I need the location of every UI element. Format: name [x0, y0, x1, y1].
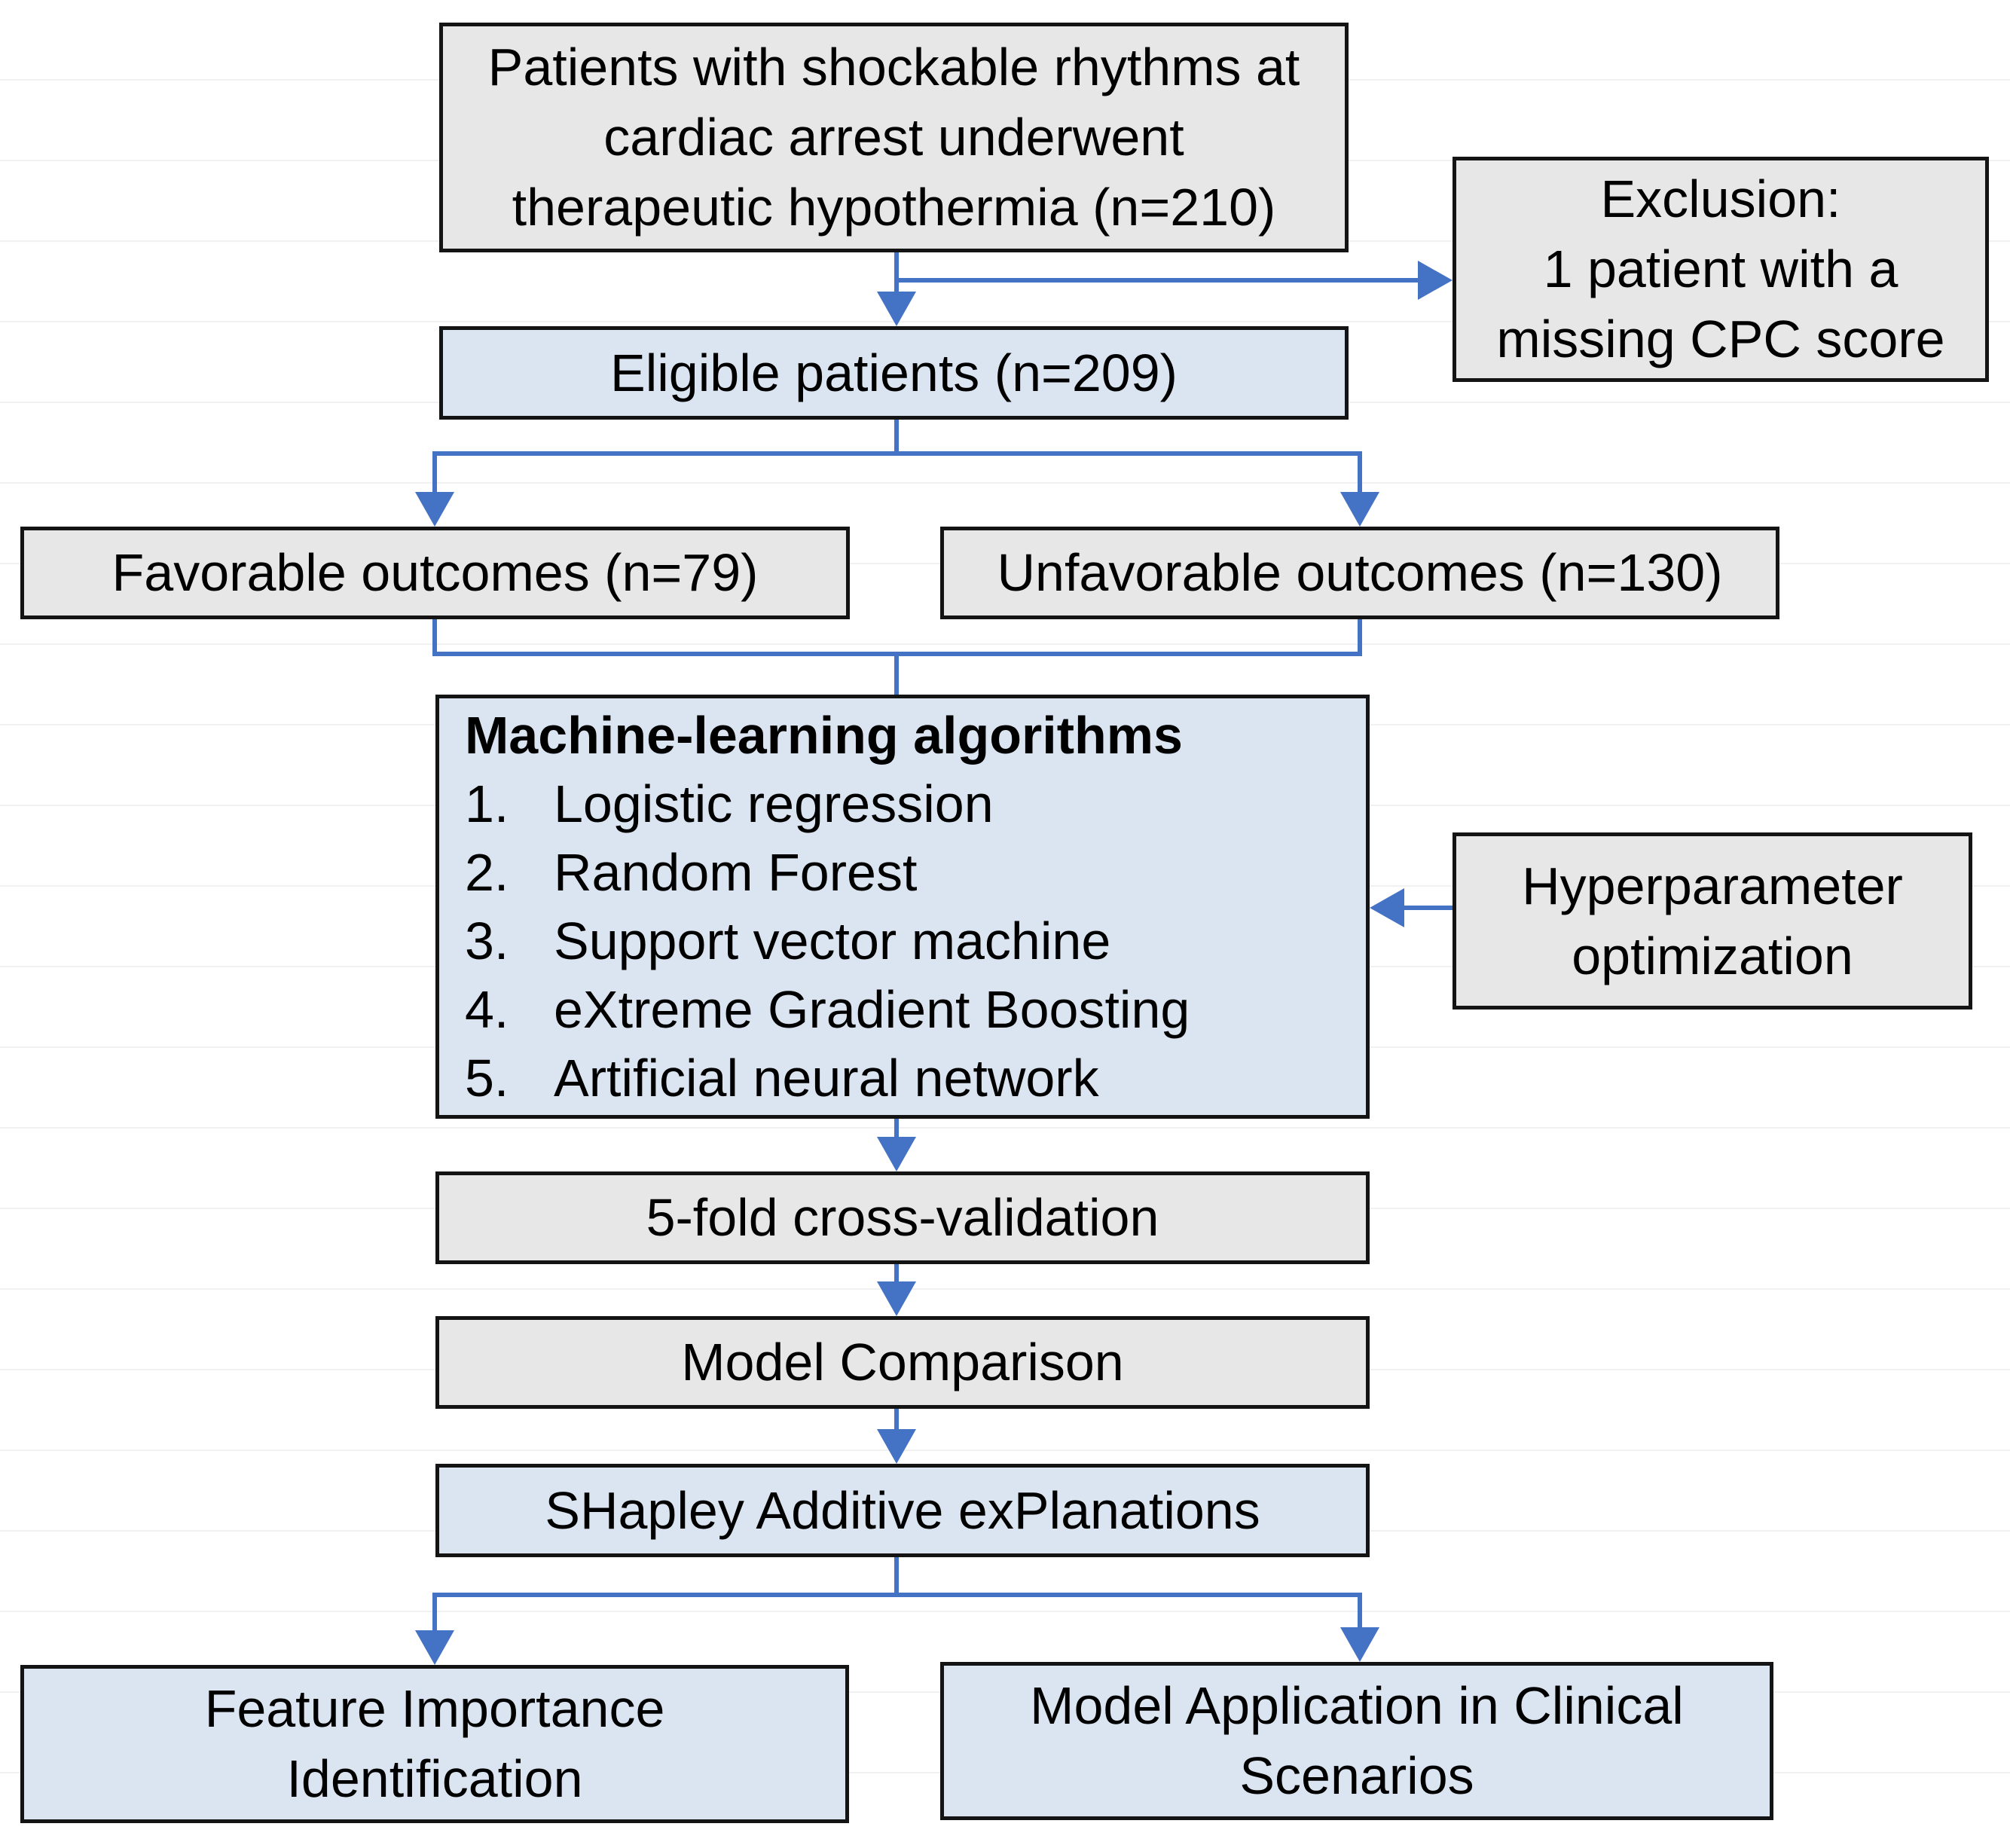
connector-eligible-down-line [894, 420, 899, 456]
ml-item-random-forest: 2. Random Forest [465, 838, 1366, 907]
feature-importance-box: Feature Importance Identification [20, 1665, 849, 1823]
connector-to-unfavorable-line [1358, 454, 1362, 492]
arrowhead-into-favorable [415, 492, 454, 527]
arrowhead-into-cv [877, 1137, 916, 1171]
model-application-box: Model Application in Clinical Scenarios [940, 1662, 1773, 1820]
hyperparameter-box: Hyperparameter optimization [1453, 832, 1972, 1010]
shap-text: SHapley Additive exPlanations [545, 1480, 1260, 1540]
connector-branch-to-exclusion-line [894, 278, 1419, 283]
shap-box: SHapley Additive exPlanations [435, 1464, 1370, 1557]
connector-patients-to-eligible-line [894, 252, 899, 292]
ml-algorithms-title: Machine-learning algorithms [465, 705, 1183, 765]
connector-to-model-application-line [1358, 1595, 1362, 1628]
eligible-patients-box: Eligible patients (n=209) [439, 326, 1349, 420]
ml-item-label: Support vector machine [554, 911, 1111, 970]
ml-algorithms-content: Machine-learning algorithms 1. Logistic … [439, 698, 1366, 1115]
connector-unfavorable-down-line [1358, 619, 1362, 656]
arrowhead-into-eligible [877, 292, 916, 326]
arrowhead-into-comparison [877, 1281, 916, 1316]
ml-item-ann: 5. Artificial neural network [465, 1044, 1366, 1113]
model-application-text: Model Application in Clinical Scenarios [1030, 1676, 1684, 1805]
ml-algorithms-box: Machine-learning algorithms 1. Logistic … [435, 695, 1370, 1119]
arrowhead-into-unfavorable [1340, 492, 1379, 527]
cross-validation-text: 5-fold cross-validation [646, 1188, 1159, 1247]
ml-item-number: 5. [465, 1048, 509, 1107]
model-comparison-text: Model Comparison [681, 1333, 1124, 1391]
hyperparameter-text: Hyperparameter optimization [1522, 856, 1903, 985]
connector-favorable-down-line [432, 619, 437, 656]
patients-box: Patients with shockable rhythms at cardi… [439, 23, 1349, 252]
connector-ml-to-cv-line [894, 1119, 899, 1138]
ml-item-svm: 3. Support vector machine [465, 907, 1366, 976]
exclusion-box: Exclusion: 1 patient with a missing CPC … [1453, 157, 1989, 382]
arrowhead-into-ml [1370, 888, 1404, 927]
connector-to-favorable-line [432, 454, 437, 492]
favorable-outcomes-box: Favorable outcomes (n=79) [20, 527, 850, 619]
patients-text: Patients with shockable rhythms at cardi… [487, 38, 1300, 237]
ml-item-number: 3. [465, 911, 509, 970]
connector-bottom-split-line [432, 1593, 1362, 1597]
arrowhead-into-feature-importance [415, 1630, 454, 1665]
unfavorable-outcomes-text: Unfavorable outcomes (n=130) [997, 543, 1723, 602]
connector-outcomes-split-line [432, 451, 1362, 456]
ml-item-number: 4. [465, 979, 509, 1039]
cross-validation-box: 5-fold cross-validation [435, 1171, 1370, 1264]
ml-item-label: eXtreme Gradient Boosting [554, 979, 1190, 1039]
connector-hyperparameter-line [1403, 906, 1453, 910]
connector-shap-down-line [894, 1557, 899, 1597]
eligible-patients-text: Eligible patients (n=209) [610, 343, 1178, 402]
exclusion-text: Exclusion: 1 patient with a missing CPC … [1496, 170, 1945, 368]
connector-comparison-to-shap-line [894, 1409, 899, 1430]
arrowhead-into-exclusion [1418, 261, 1453, 300]
ml-item-label: Random Forest [554, 842, 918, 902]
ml-item-label: Logistic regression [554, 774, 994, 833]
favorable-outcomes-text: Favorable outcomes (n=79) [111, 543, 759, 602]
arrowhead-into-model-application [1340, 1627, 1379, 1662]
unfavorable-outcomes-box: Unfavorable outcomes (n=130) [940, 527, 1779, 619]
ml-item-xgboost: 4. eXtreme Gradient Boosting [465, 976, 1366, 1044]
connector-into-ml-line [894, 652, 899, 695]
ml-item-logistic-regression: 1. Logistic regression [465, 770, 1366, 838]
connector-cv-to-comparison-line [894, 1264, 899, 1282]
model-comparison-box: Model Comparison [435, 1316, 1370, 1409]
feature-importance-text: Feature Importance Identification [204, 1679, 665, 1808]
ml-item-number: 2. [465, 842, 509, 902]
ml-item-label: Artificial neural network [554, 1048, 1099, 1107]
ml-item-number: 1. [465, 774, 509, 833]
connector-to-feature-importance-line [432, 1595, 437, 1631]
arrowhead-into-shap [877, 1429, 916, 1464]
